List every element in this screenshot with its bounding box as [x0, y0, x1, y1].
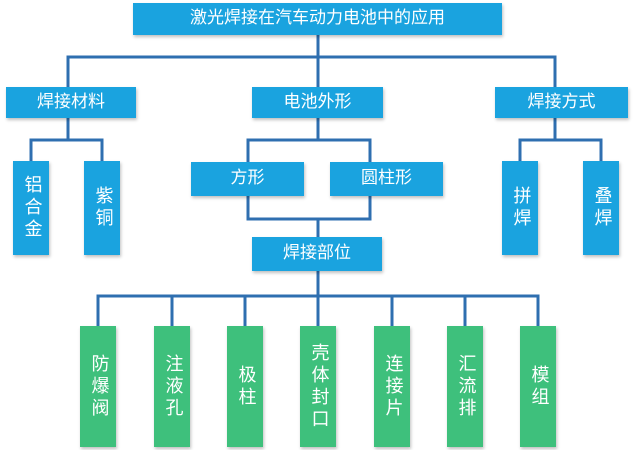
part-module: 模组	[520, 326, 556, 447]
part-explosion-valve: 防爆阀	[80, 326, 116, 447]
category-materials: 焊接材料	[6, 87, 136, 118]
method-lap-weld-label: 叠焊	[591, 186, 613, 230]
shape-square: 方形	[191, 162, 304, 196]
material-aluminum-label: 铝合金	[21, 175, 43, 241]
part-pole: 极柱	[227, 326, 263, 447]
shape-cylinder-label: 圆柱形	[361, 168, 412, 189]
category-battery-shape-label: 电池外形	[283, 91, 352, 112]
shape-cylinder: 圆柱形	[330, 162, 443, 196]
part-connector-tab: 连接片	[374, 326, 410, 447]
method-butt-weld: 拼焊	[502, 161, 538, 255]
part-label: 壳体封口	[308, 342, 330, 431]
part-label: 连接片	[382, 353, 404, 420]
material-copper: 紫铜	[84, 161, 120, 255]
category-materials-label: 焊接材料	[37, 91, 105, 112]
method-butt-weld-label: 拼焊	[510, 186, 532, 230]
material-aluminum: 铝合金	[13, 161, 49, 255]
category-welding-method-label: 焊接方式	[527, 91, 596, 112]
part-label: 模组	[528, 364, 550, 409]
root-node: 激光焊接在汽车动力电池中的应用	[133, 3, 502, 35]
part-fill-hole: 注液孔	[154, 326, 190, 447]
root-label: 激光焊接在汽车动力电池中的应用	[190, 8, 445, 29]
part-label: 汇流排	[455, 353, 477, 420]
part-label: 注液孔	[162, 353, 184, 420]
part-label: 防爆阀	[88, 353, 110, 420]
part-label: 极柱	[235, 364, 257, 409]
welding-parts-label: 焊接部位	[283, 243, 351, 264]
method-lap-weld: 叠焊	[583, 161, 619, 255]
welding-parts-node: 焊接部位	[252, 237, 382, 271]
part-busbar: 汇流排	[447, 326, 483, 447]
category-battery-shape: 电池外形	[252, 87, 383, 118]
category-welding-method: 焊接方式	[495, 87, 628, 118]
part-case-seal: 壳体封口	[300, 326, 336, 447]
shape-square-label: 方形	[230, 168, 265, 189]
material-copper-label: 紫铜	[92, 186, 114, 230]
